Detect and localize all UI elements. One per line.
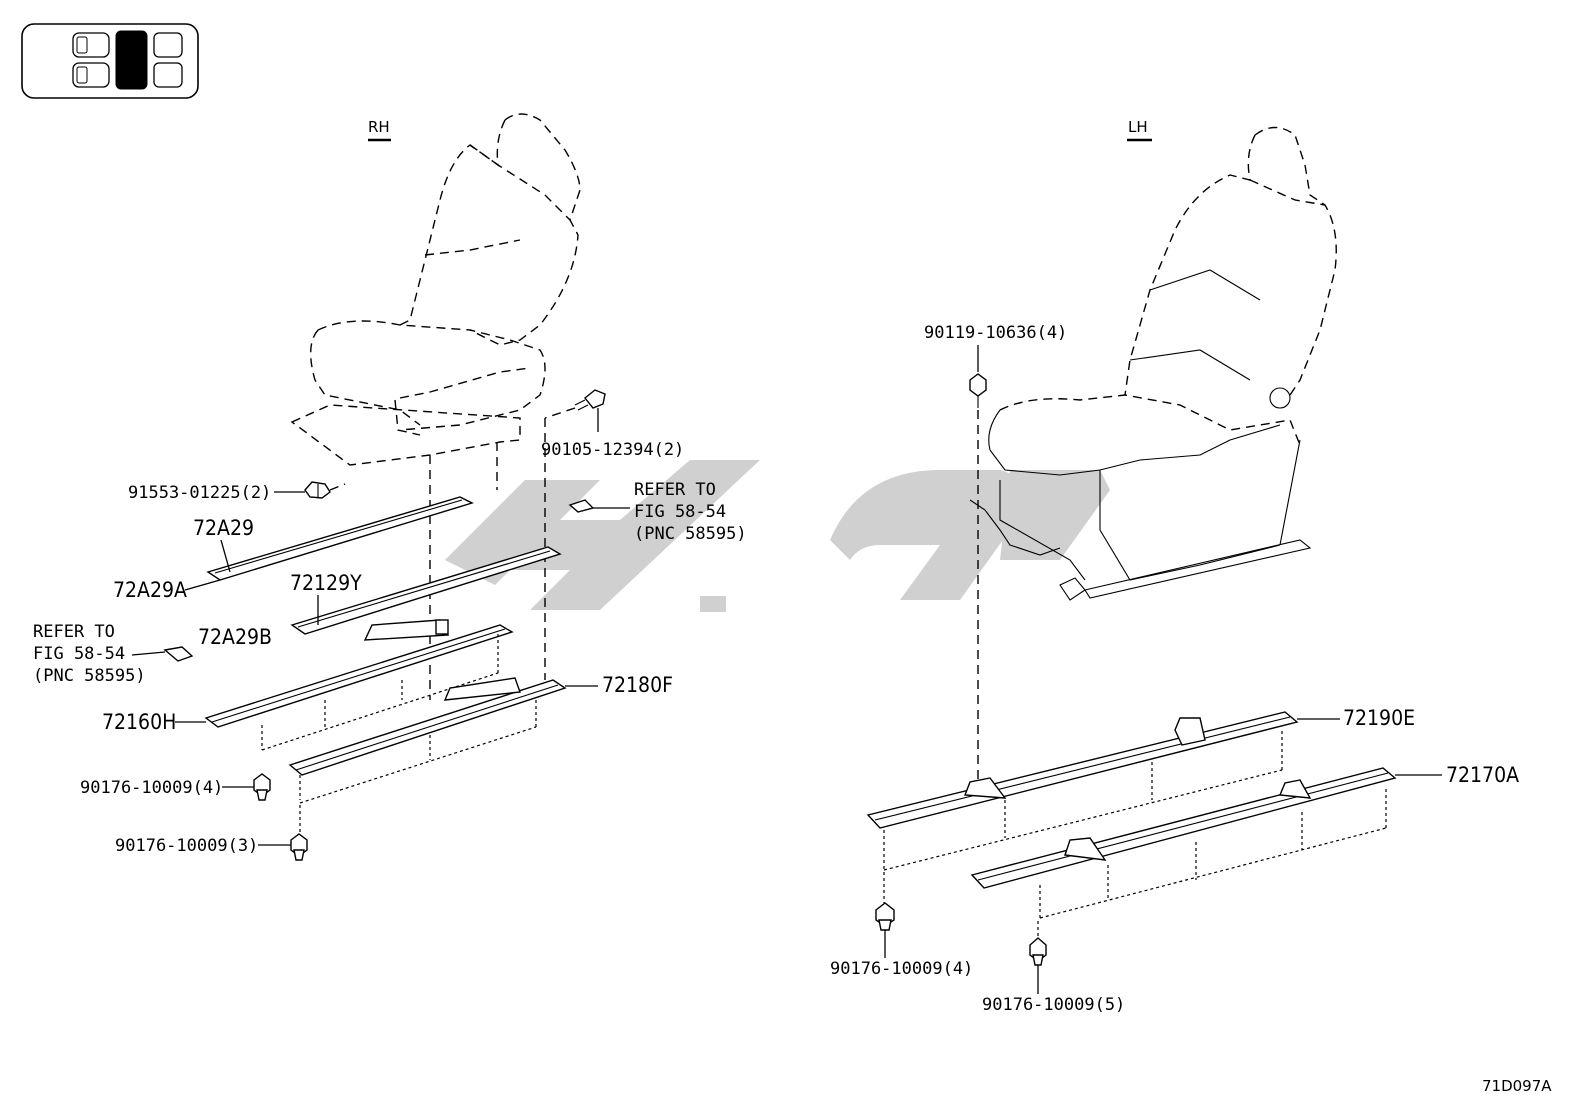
refer-left-line2: FIG 58-54 — [33, 644, 125, 664]
callout-72A29: 72A29 — [193, 516, 254, 540]
rail-72160H — [204, 619, 514, 751]
figure-code: 71D097A — [1482, 1077, 1552, 1095]
refer-right-line1: REFER TO — [634, 480, 716, 500]
trim-72129Y-strip — [290, 546, 562, 635]
lh-side-label: LH — [1128, 118, 1148, 136]
callout-72A29A: 72A29A — [113, 578, 187, 602]
callout-72129Y: 72129Y — [290, 571, 362, 595]
callout-90105-12394: 90105-12394(2) — [541, 440, 684, 460]
rh-seat-base-phantom — [290, 404, 521, 466]
refer-left-line3: (PNC 58595) — [33, 666, 146, 686]
callout-90176-10009-5-lh: 90176-10009(5) — [982, 995, 1125, 1015]
rail-72190E — [866, 711, 1299, 871]
refer-left-line1: REFER TO — [33, 622, 115, 642]
trim-72A29-strip — [184, 496, 474, 591]
rh-seat-outline — [310, 113, 581, 436]
callout-90176-10009-3-rh: 90176-10009(3) — [115, 836, 258, 856]
screw-rh-icon — [304, 481, 346, 499]
callout-91553-01225: 91553-01225(2) — [128, 483, 271, 503]
clip-lh-5-icon — [1029, 921, 1047, 994]
clip-lh-4-icon — [875, 872, 895, 958]
lh-seat-outline — [969, 126, 1337, 601]
refer-right-line3: (PNC 58595) — [634, 524, 747, 544]
clip-rh-3-icon — [290, 805, 308, 861]
bolt-rh-icon — [544, 389, 606, 432]
callout-90176-10009-4-lh: 90176-10009(4) — [830, 959, 973, 979]
refer-pad-rh-icon — [568, 499, 630, 513]
refer-right-line2: FIG 58-54 — [634, 502, 726, 522]
callout-72170A: 72170A — [1446, 763, 1519, 787]
bolt-lh-icon — [969, 373, 987, 780]
rail-72180F — [288, 677, 567, 804]
callout-72A29B: 72A29B — [198, 625, 272, 649]
clip-rh-4-icon — [253, 773, 271, 801]
callout-90176-10009-4-rh: 90176-10009(4) — [80, 778, 223, 798]
refer-pad-left-icon — [131, 646, 194, 662]
callout-90119-10636: 90119-10636(4) — [924, 323, 1067, 343]
seat-layout-icon — [21, 23, 199, 99]
callout-72160H: 72160H — [102, 710, 176, 734]
callout-72190E: 72190E — [1343, 706, 1415, 730]
rh-side-label: RH — [368, 118, 390, 136]
rail-72170A — [970, 767, 1397, 920]
callout-72180F: 72180F — [602, 673, 673, 697]
